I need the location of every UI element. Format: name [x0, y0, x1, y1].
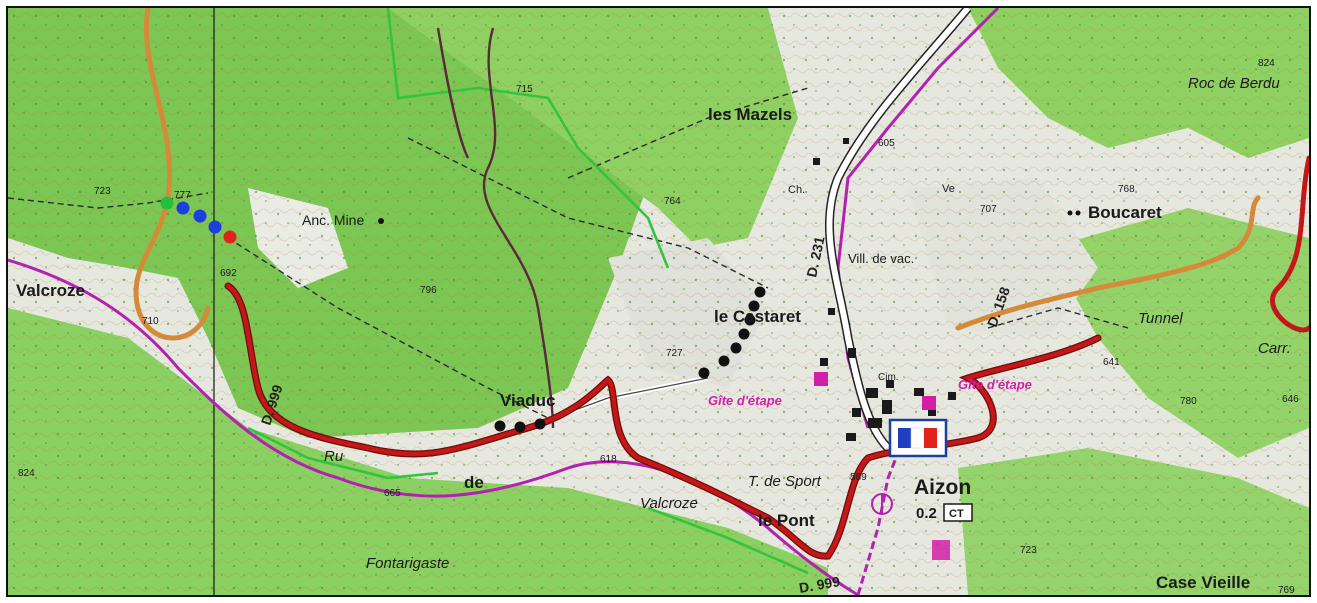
waypoint-dot — [208, 220, 222, 234]
elev-641: 641 — [1103, 357, 1120, 368]
elev-692: 692 — [220, 268, 237, 279]
label-river-de: de — [464, 473, 484, 492]
waypoint-dot — [176, 201, 190, 215]
elev-824-w: 824 — [18, 468, 35, 479]
green-trail — [247, 8, 809, 575]
label-le-pont: le Pont — [758, 511, 815, 530]
label-ve: Ve — [942, 183, 955, 195]
label-les-mazels: les Mazels — [708, 105, 792, 124]
elev-618: 618 — [600, 454, 617, 465]
elev-605: 605 — [878, 138, 895, 149]
label-river-ru: Ru — [324, 448, 344, 465]
elev-665: 665 — [384, 488, 401, 499]
elev-769: 769 — [1278, 585, 1295, 595]
label-carr: Carr. — [1258, 340, 1291, 357]
ct-box — [943, 503, 973, 522]
label-tunnel: Tunnel — [1138, 310, 1183, 327]
orange-roads — [133, 8, 1261, 341]
waypoint-dot — [193, 209, 207, 223]
label-aizon-sub: 0.2 — [916, 505, 937, 522]
elev-589: 589 — [850, 472, 867, 483]
map-canvas: les Mazels Roc de Berdu Boucaret Valcroz… — [8, 8, 1309, 595]
village-buildings — [813, 138, 956, 441]
elev-764: 764 — [664, 196, 681, 207]
elev-780: 780 — [1180, 396, 1197, 407]
label-cim: Cim. — [878, 372, 899, 383]
colored-waypoints — [160, 196, 237, 244]
label-vill-de-vac: Vill. de vac. — [848, 251, 914, 266]
label-viaduc: Viaduc — [500, 391, 555, 410]
elev-768: 768 — [1118, 184, 1135, 195]
label-gite-left: Gîte d'étape — [708, 393, 782, 408]
gite-markers — [814, 372, 950, 560]
elev-723: 723 — [94, 186, 111, 197]
red-route — [224, 155, 1309, 560]
label-case-vieille: Case Vieille — [1156, 573, 1250, 592]
topographic-map[interactable]: les Mazels Roc de Berdu Boucaret Valcroz… — [6, 6, 1311, 597]
elev-707: 707 — [980, 204, 997, 215]
label-aizon: Aizon — [914, 476, 971, 499]
black-waypoints — [378, 210, 1081, 433]
elev-723-s: 723 — [1020, 545, 1037, 556]
dashed-tracks — [8, 87, 1129, 419]
map-labels: les Mazels Roc de Berdu Boucaret Valcroz… — [16, 75, 1291, 595]
elev-727: 727 — [666, 348, 683, 359]
elev-710: 710 — [142, 316, 159, 327]
elev-646: 646 — [1282, 394, 1299, 405]
label-anc-mine: Anc. Mine — [302, 212, 364, 228]
forest-symbols — [8, 8, 1309, 595]
label-valcroze-south: Valcroze — [640, 495, 698, 512]
label-aizon-ct: CT — [949, 508, 964, 520]
label-le-castaret: le Castaret — [714, 307, 801, 326]
elev-777: 777 — [174, 190, 191, 201]
elev-796: 796 — [420, 285, 437, 296]
road-d231 — [824, 8, 972, 452]
elev-824-ne: 824 — [1258, 58, 1275, 69]
label-roc-de-berdu: Roc de Berdu — [1188, 75, 1280, 92]
label-de-sport: T. de Sport — [748, 473, 822, 490]
elevation-labels: 723 777 692 710 715 764 796 727 618 665 … — [18, 58, 1299, 595]
elev-715: 715 — [516, 84, 533, 95]
label-fontarigaste: Fontarigaste — [366, 555, 449, 572]
label-gite-right: Gîte d'étape — [958, 377, 1032, 392]
label-valcroze-west: Valcroze — [16, 281, 85, 300]
label-d999-south: D. 999 — [798, 573, 842, 595]
label-boucaret: Boucaret — [1088, 203, 1162, 222]
flag-icon — [888, 418, 948, 458]
waypoint-dot — [223, 230, 237, 244]
waypoint-dot — [160, 196, 174, 210]
brown-tracks — [436, 27, 555, 429]
church-icon — [871, 493, 893, 515]
label-chap: Ch. — [788, 184, 805, 196]
